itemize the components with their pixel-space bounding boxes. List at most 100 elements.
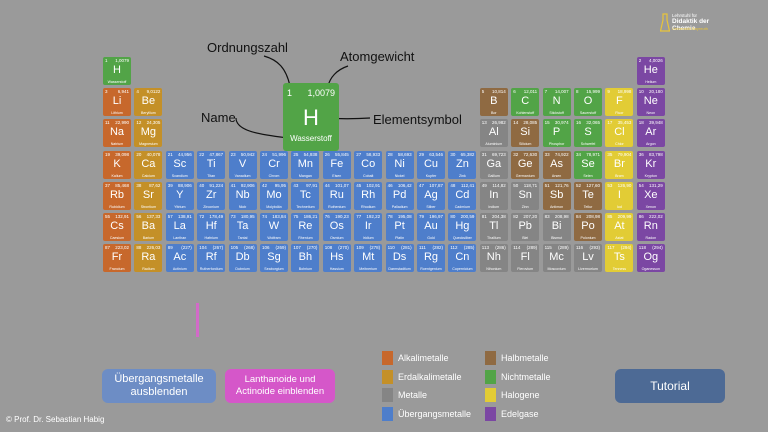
show-lanthanides-button[interactable]: Lanthanoide und Actinoide einblenden xyxy=(225,369,335,403)
tutorial-button[interactable]: Tutorial xyxy=(615,369,725,403)
element-sym: Ge xyxy=(517,157,533,170)
element-sym: Nb xyxy=(235,188,250,201)
element-sym: Tl xyxy=(489,220,499,232)
hide-transition-metals-button[interactable]: Übergangsmetalle ausblenden xyxy=(102,369,216,403)
element-sym: Pb xyxy=(518,220,532,232)
element-sym: He xyxy=(643,64,658,76)
legend-label: Übergangsmetalle xyxy=(398,408,472,419)
element-mass: (227) xyxy=(181,245,192,251)
